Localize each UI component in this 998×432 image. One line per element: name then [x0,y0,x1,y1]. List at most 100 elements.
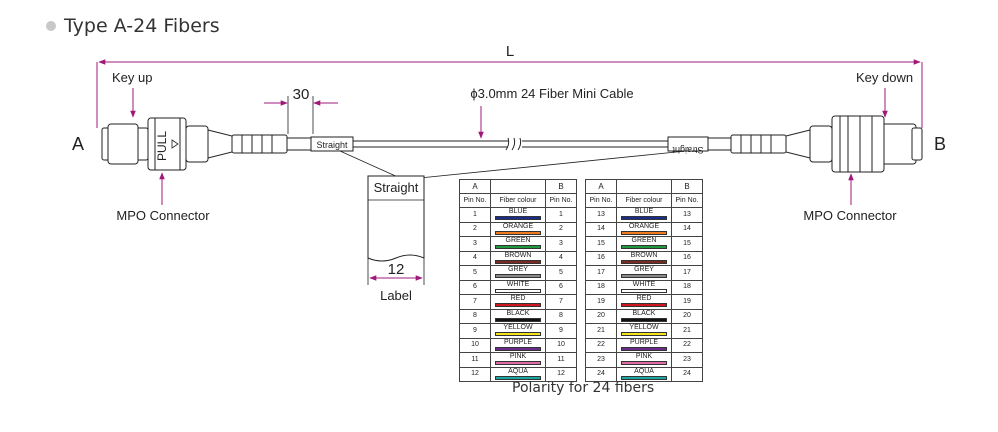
pin-b: 8 [545,308,577,324]
fiber-colour-name: WHITE [506,280,530,288]
pin-a: 21 [585,323,617,339]
length-dimension: L [96,43,923,128]
fiber-colour-swatch [495,245,541,250]
polarity-caption: Polarity for 24 fibers [512,380,655,396]
pin-a: 4 [459,250,491,266]
mpo-right-label: MPO Connector [803,208,897,223]
pin-a: 7 [459,294,491,310]
pin-b: 22 [671,337,703,353]
fiber-colour-swatch [495,274,541,279]
fiber-colour-swatch [495,216,541,221]
pin-a: 24 [585,366,617,382]
pin-a: 6 [459,279,491,295]
pin-a: 3 [459,236,491,252]
fiber-colour-name: ORANGE [628,222,660,230]
fiber-colour-name: PINK [509,353,527,361]
pin-a: 13 [585,207,617,223]
fiber-colour-cell: ORANGE [490,221,546,237]
fiber-colour-cell: BROWN [490,250,546,266]
key-up-label: Key up [112,70,152,85]
fiber-colour-cell: GREEN [616,236,672,252]
length-label: L [506,43,514,60]
pin-b: 2 [545,221,577,237]
fiber-colour-swatch [621,375,667,380]
pin-b: 10 [545,337,577,353]
fiber-colour-cell: RED [616,294,672,310]
fiber-colour-swatch [495,375,541,380]
fiber-colour-name: GREEN [505,237,531,245]
fiber-colour-cell: BLUE [616,207,672,223]
fiber-colour-cell: PINK [616,352,672,368]
fiber-colour-cell: BLACK [616,308,672,324]
fiber-colour-cell: GREY [616,265,672,281]
pin-a: 18 [585,279,617,295]
fiber-colour-name: BLACK [632,309,656,317]
pin-b: 4 [545,250,577,266]
pin-a: 2 [459,221,491,237]
pin-b: 13 [671,207,703,223]
fiber-colour-name: PURPLE [503,338,532,346]
pin-a: 11 [459,352,491,368]
header-b: B [671,179,703,194]
fiber-colour-cell: PURPLE [616,337,672,353]
fiber-colour-swatch [495,259,541,264]
pin-b: 14 [671,221,703,237]
fiber-colour-cell: PINK [490,352,546,368]
header-a: A [459,179,491,194]
fiber-colour-swatch [495,361,541,366]
pin-b: 19 [671,294,703,310]
fiber-colour-swatch [495,332,541,337]
fiber-colour-name: BLACK [506,309,530,317]
pull-label: PULL [155,131,169,161]
pin-b: 24 [671,366,703,382]
pin-b: 3 [545,236,577,252]
cable [311,137,707,151]
pin-b: 12 [545,366,577,382]
mpo-left-label: MPO Connector [116,208,210,223]
label-tag [367,175,425,285]
fiber-colour-cell: ORANGE [616,221,672,237]
pin-a: 9 [459,323,491,339]
pin-a: 23 [585,352,617,368]
header-a: A [585,179,617,194]
header-b: B [545,179,577,194]
fiber-colour-swatch [621,274,667,279]
fiber-colour-name: GREY [508,266,528,274]
col-fiber: Fiber colour [616,193,672,208]
right-sleeve [667,136,709,152]
pin-b: 1 [545,207,577,223]
pin-a: 20 [585,308,617,324]
cable-label: ϕ3.0mm 24 Fiber Mini Cable [470,86,633,101]
fiber-colour-swatch [621,303,667,308]
pin-b: 17 [671,265,703,281]
col-pin: Pin No. [459,193,491,208]
label-caption: Label [380,288,412,303]
table-row: 10 PURPLE 10 [459,337,577,353]
pin-a: 10 [459,337,491,353]
fiber-colour-name: BLUE [634,208,654,216]
fiber-colour-swatch [621,361,667,366]
fiber-colour-swatch [621,332,667,337]
fiber-colour-cell: BLACK [490,308,546,324]
end-a-label: A [72,134,84,154]
pin-b: 20 [671,308,703,324]
col-pin: Pin No. [671,193,703,208]
fiber-colour-swatch [495,230,541,235]
pin-b: 21 [671,323,703,339]
